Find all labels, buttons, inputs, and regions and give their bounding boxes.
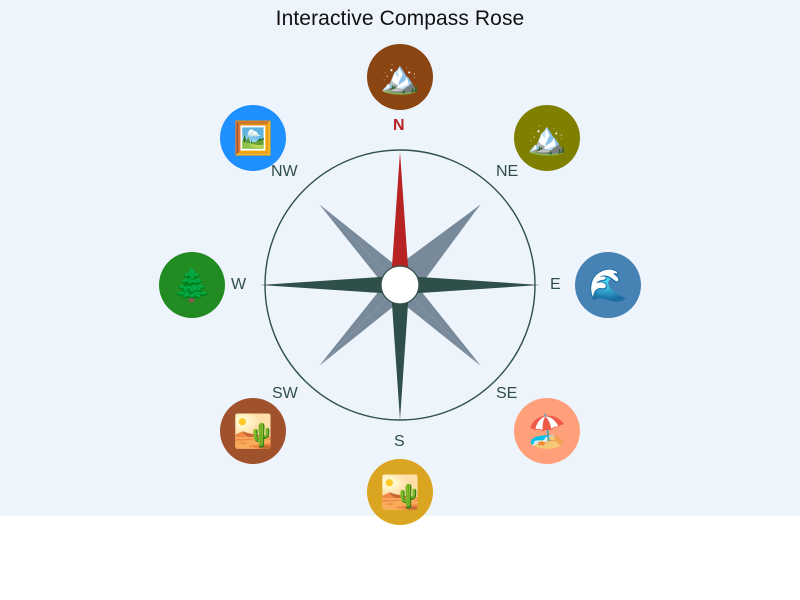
direction-label-ne: NE — [496, 163, 519, 180]
desert-icon: 🏜️ — [233, 412, 273, 450]
framed-picture-icon: 🖼️ — [233, 119, 273, 157]
direction-label-e: E — [550, 276, 561, 293]
direction-label-nw: NW — [271, 163, 298, 180]
compass-hub[interactable] — [380, 265, 420, 305]
compass-rose-graphic[interactable] — [150, 35, 650, 515]
beach-with-umbrella-icon: 🏖️ — [527, 412, 567, 450]
direction-node-e[interactable]: 🌊 — [575, 252, 641, 318]
evergreen-tree-icon: 🌲 — [172, 266, 212, 304]
direction-node-n[interactable]: 🏔️ — [367, 44, 433, 110]
direction-label-s: S — [394, 433, 405, 450]
snow-capped-mountain-icon: 🏔️ — [380, 58, 420, 96]
direction-node-s[interactable]: 🏜️ — [367, 459, 433, 525]
page-title: Interactive Compass Rose — [275, 7, 525, 30]
direction-node-se[interactable]: 🏖️ — [514, 398, 580, 464]
direction-node-nw[interactable]: 🖼️ — [220, 105, 286, 171]
direction-label-sw: SW — [272, 385, 298, 402]
figure-panel: Interactive Compass Rose — [0, 0, 800, 525]
snow-capped-mountain-icon: 🏔️ — [527, 119, 567, 157]
direction-node-w[interactable]: 🌲 — [159, 252, 225, 318]
water-wave-icon: 🌊 — [588, 266, 628, 304]
desert-icon: 🏜️ — [380, 473, 420, 511]
direction-node-sw[interactable]: 🏜️ — [220, 398, 286, 464]
direction-label-w: W — [231, 276, 247, 293]
compass-north-point — [390, 152, 410, 295]
compass-cardinal-points — [260, 275, 540, 420]
direction-label-n: N — [393, 117, 405, 134]
direction-node-ne[interactable]: 🏔️ — [514, 105, 580, 171]
direction-label-se: SE — [496, 385, 518, 402]
